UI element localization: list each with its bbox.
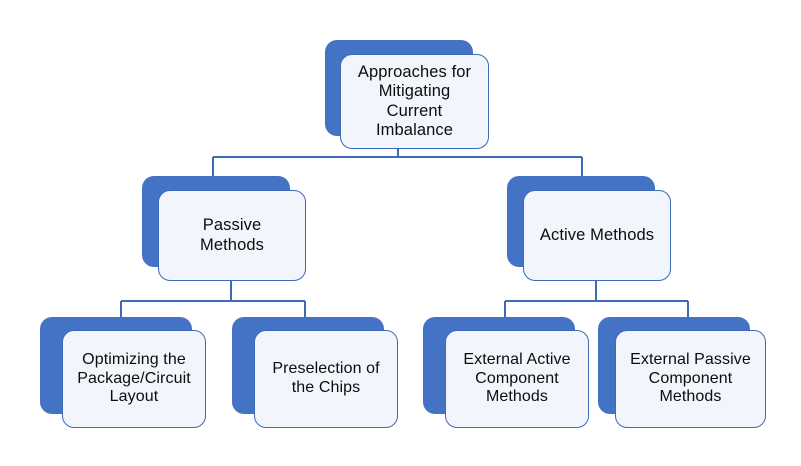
- node-active-methods-face[interactable]: Active Methods: [523, 190, 671, 281]
- node-root-label: Approaches for Mitigating Current Imbala…: [357, 63, 472, 139]
- node-optimizing-layout-label: Optimizing the Package/Circuit Layout: [77, 351, 191, 406]
- node-external-passive[interactable]: External Passive Component Methods: [598, 317, 766, 428]
- node-passive-methods[interactable]: Passive Methods: [142, 176, 306, 281]
- node-active-methods[interactable]: Active Methods: [507, 176, 671, 281]
- node-optimizing-layout[interactable]: Optimizing the Package/Circuit Layout: [40, 317, 206, 428]
- node-external-passive-label: External Passive Component Methods: [630, 351, 751, 406]
- node-root[interactable]: Approaches for Mitigating Current Imbala…: [325, 40, 489, 149]
- node-passive-methods-label: Passive Methods: [200, 216, 264, 254]
- node-external-active-label: External Active Component Methods: [463, 351, 571, 406]
- node-preselection-chips-label: Preselection of the Chips: [272, 360, 380, 396]
- node-external-active[interactable]: External Active Component Methods: [423, 317, 589, 428]
- node-root-face[interactable]: Approaches for Mitigating Current Imbala…: [340, 54, 489, 149]
- node-passive-methods-face[interactable]: Passive Methods: [158, 190, 306, 281]
- node-preselection-chips[interactable]: Preselection of the Chips: [232, 317, 398, 428]
- node-optimizing-layout-face[interactable]: Optimizing the Package/Circuit Layout: [62, 330, 206, 428]
- node-external-active-face[interactable]: External Active Component Methods: [445, 330, 589, 428]
- node-preselection-chips-face[interactable]: Preselection of the Chips: [254, 330, 398, 428]
- node-external-passive-face[interactable]: External Passive Component Methods: [615, 330, 766, 428]
- node-active-methods-label: Active Methods: [539, 225, 655, 244]
